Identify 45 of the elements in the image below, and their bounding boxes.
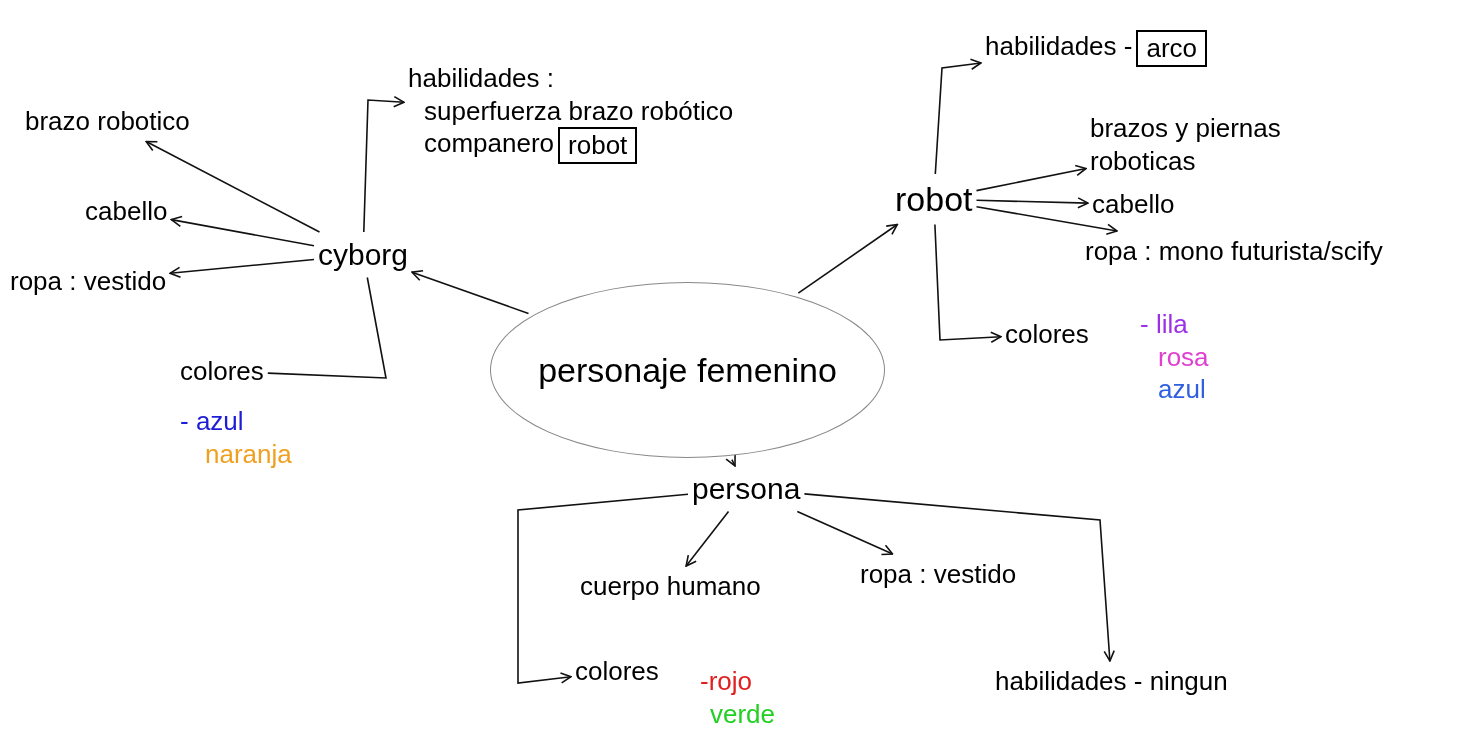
arrow	[934, 223, 1002, 344]
color-word: - lila	[1140, 308, 1189, 341]
node-label: colores	[1005, 318, 1089, 351]
arrow	[517, 493, 689, 684]
node-label: companero	[424, 128, 555, 159]
arrow	[169, 258, 315, 279]
node-label: colores	[180, 355, 264, 388]
boxed-word: robot	[558, 127, 638, 164]
color-word: -rojo	[700, 665, 753, 698]
node-label: cuerpo humano	[580, 570, 761, 603]
color-word: rosa	[1158, 340, 1209, 373]
node-label: cabello	[85, 195, 168, 228]
node-label: brazo robotico	[25, 105, 190, 138]
node-label: habilidades - ningun	[995, 665, 1228, 698]
node-heading: habilidades -	[985, 31, 1133, 62]
arrow	[411, 270, 530, 315]
node-label: brazos y piernas roboticas	[1090, 112, 1320, 177]
color-word: verde	[710, 697, 776, 730]
node-label: superfuerza brazo robótico	[424, 95, 734, 126]
node-label: cyborg	[318, 236, 409, 274]
arrow	[685, 510, 730, 567]
color-word: naranja	[205, 437, 292, 470]
node-label: cabello	[1092, 188, 1175, 221]
arrow	[803, 493, 1115, 662]
arrow	[975, 205, 1118, 235]
arrow	[975, 164, 1087, 192]
boxed-word: arco	[1136, 30, 1207, 67]
node-label: persona	[692, 470, 801, 508]
node-label: ropa : mono futurista/scify	[1085, 235, 1383, 268]
arrow	[145, 140, 321, 233]
node-label: colores	[575, 655, 659, 688]
arrow	[170, 215, 315, 247]
arrow	[725, 454, 736, 467]
color-word: azul	[1158, 373, 1207, 406]
arrow	[797, 223, 899, 294]
node-label: personaje femenino	[538, 349, 837, 391]
color-word: - azul	[180, 405, 245, 438]
arrow	[796, 510, 894, 556]
node-label: ropa : vestido	[10, 265, 167, 298]
node-label: robot	[895, 178, 973, 221]
arrow	[363, 95, 405, 233]
arrow	[975, 197, 1089, 209]
arrow	[934, 58, 982, 175]
node-heading: habilidades :	[408, 63, 554, 93]
node-label: ropa : vestido	[860, 558, 1017, 591]
